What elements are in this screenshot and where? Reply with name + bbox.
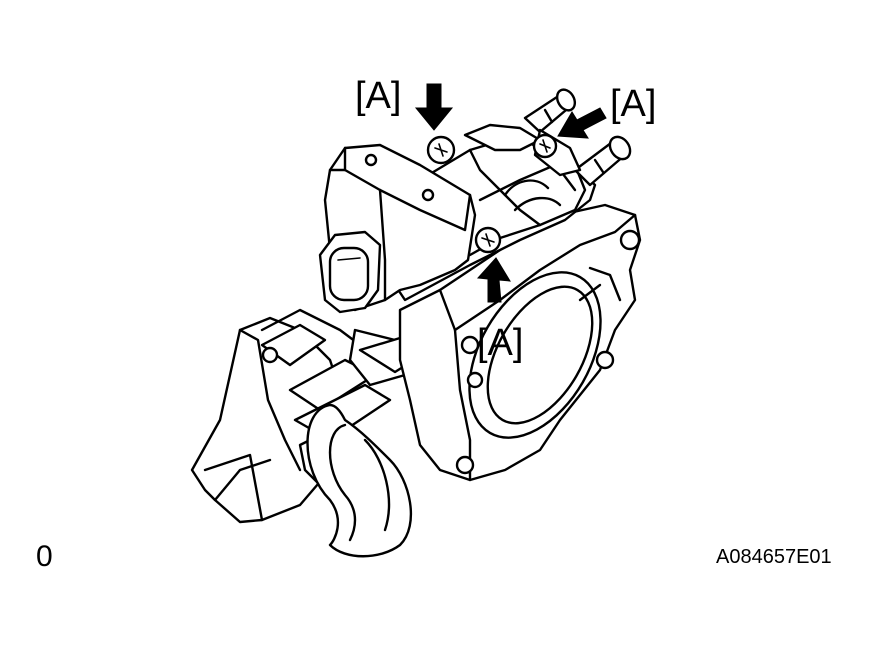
arrow-down-icon (414, 83, 454, 131)
throttle-body-housing (398, 203, 642, 482)
arrow-up-icon (476, 257, 511, 303)
screw-top (426, 135, 456, 165)
screw-bottom (474, 226, 502, 254)
cable-hook (306, 403, 413, 558)
corner-mark: 0 (36, 540, 53, 573)
callout-arrows (414, 83, 607, 303)
callout-label-bottom: [A] (477, 322, 523, 364)
callout-label-top-left: [A] (355, 75, 401, 117)
callout-label-top-right: [A] (610, 83, 656, 125)
electrical-connector (318, 143, 477, 314)
figure-code: A084657E01 (716, 546, 832, 568)
arrow-left-icon (557, 107, 607, 139)
mounting-screws (426, 133, 558, 254)
screw-right (532, 133, 558, 159)
